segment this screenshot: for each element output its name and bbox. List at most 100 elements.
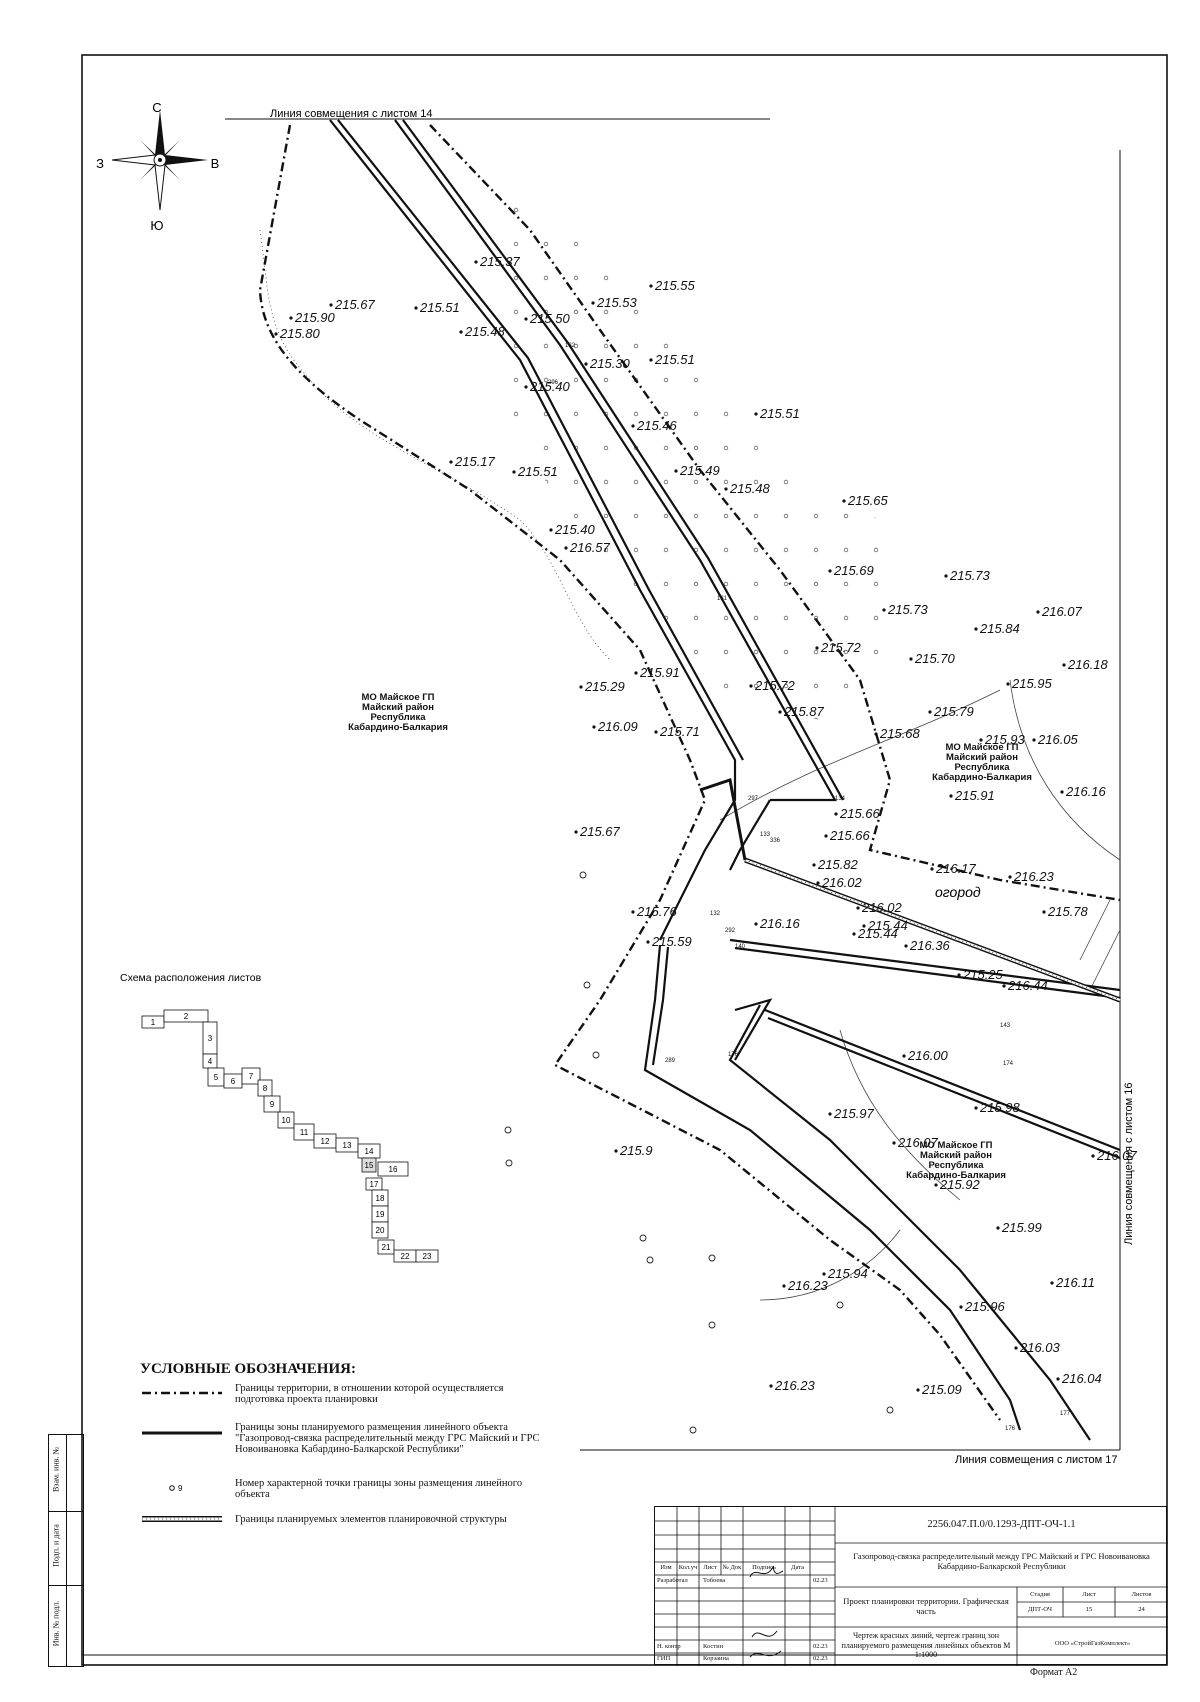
- elevation-label: 215.76: [636, 904, 678, 919]
- side-stamp-inv: Инв. № подл.: [51, 1600, 61, 1647]
- elevation-point: [882, 608, 886, 612]
- signature-2: [751, 1630, 778, 1638]
- elevation-point: [1062, 663, 1066, 667]
- elevation-point: [1050, 1281, 1054, 1285]
- scheme-sheet-number: 12: [321, 1137, 330, 1146]
- elevation-label: 216.07: [1096, 1148, 1138, 1163]
- elevation-label: 215.91: [639, 665, 680, 680]
- elevation-point: [812, 863, 816, 867]
- elevation-point: [574, 830, 578, 834]
- side-stamp-replace: Взам. инв. №: [51, 1446, 61, 1493]
- elevation-label: 215.99: [1001, 1220, 1042, 1235]
- elevation-label: 215.87: [783, 704, 825, 719]
- elevation-point: [1091, 1154, 1095, 1158]
- elevation-label: 215.65: [847, 493, 889, 508]
- company-name: ООО «СтройГазКомплект»: [1054, 1640, 1131, 1647]
- elevation-point: [1042, 910, 1046, 914]
- svg-text:133: 133: [760, 832, 771, 838]
- elevation-label: 215.29: [584, 679, 625, 694]
- elevation-label: 216.23: [774, 1378, 816, 1393]
- elevation-point: [631, 910, 635, 914]
- compass-rose-icon: [111, 110, 208, 211]
- elevation-label: 215.37: [479, 254, 521, 269]
- scheme-sheet-number: 13: [343, 1141, 352, 1150]
- elevation-label: 215.72: [754, 678, 796, 693]
- elevation-point: [979, 738, 983, 742]
- elevation-point: [1056, 1377, 1060, 1381]
- elevation-label: 215.97: [833, 1106, 875, 1121]
- svg-text:177: 177: [1060, 1411, 1071, 1417]
- legend-point-text: Номер характерной точки границы зоны раз…: [235, 1478, 523, 1500]
- scheme-sheet-number: 23: [423, 1252, 432, 1261]
- scheme-sheet-number: 14: [365, 1147, 374, 1156]
- scheme-sheet-box: [415, 1249, 439, 1263]
- elevation-point: [834, 812, 838, 816]
- elevation-label: 215.73: [949, 568, 991, 583]
- elevation-point: [902, 1054, 906, 1058]
- elevation-label: 215.55: [654, 278, 696, 293]
- legend-territory-text: Границы территории, в отношении которой …: [235, 1383, 504, 1405]
- zone-west-line4: Кабардино-Балкария: [348, 722, 448, 733]
- scheme-sheet-box: [163, 1009, 209, 1023]
- elevation-label: 216.00: [907, 1048, 949, 1063]
- elevation-point: [957, 973, 961, 977]
- zone-east-line4: Кабардино-Балкария: [932, 772, 1032, 783]
- elevation-label: 216.03: [1019, 1340, 1061, 1355]
- sheet-frame: [81, 54, 1168, 1666]
- elevation-point: [974, 627, 978, 631]
- elevation-label: 216.23: [787, 1278, 829, 1293]
- scheme-sheet-box: [263, 1095, 281, 1113]
- elevation-point: [754, 922, 758, 926]
- scheme-sheet-box: [377, 1161, 409, 1177]
- elevation-label: 215.68: [879, 726, 921, 741]
- elevation-label: 215.49: [679, 463, 720, 478]
- legend-zone-text: Границы зоны планируемого размещения лин…: [235, 1422, 540, 1455]
- scheme-sheet-number: 4: [208, 1057, 213, 1066]
- svg-text:292: 292: [725, 928, 736, 934]
- scheme-sheet-number: 11: [300, 1128, 309, 1137]
- svg-text:140: 140: [735, 944, 746, 950]
- section-name: Проект планировки территории. Графическа…: [843, 1596, 1009, 1616]
- signature-3: [749, 1650, 782, 1658]
- scheme-title: Схема расположения листов: [120, 972, 262, 984]
- elevation-label: 215.59: [651, 934, 692, 949]
- scheme-sheet-number: 21: [382, 1243, 391, 1252]
- elevation-label: 216.02: [821, 875, 863, 890]
- elevation-label: 215.95: [1011, 676, 1053, 691]
- elevation-point: [512, 470, 516, 474]
- elevation-label: 215.90: [294, 310, 336, 325]
- elevation-label: 216.57: [569, 540, 611, 555]
- zone-east-line3: Республика: [954, 762, 1010, 773]
- elevation-point: [591, 301, 595, 305]
- elevation-point: [549, 528, 553, 532]
- elevation-label: 215.66: [839, 806, 881, 821]
- elevation-label: 216.16: [759, 916, 801, 931]
- zone-south-line1: МО Майское ГП: [920, 1140, 993, 1151]
- scheme-sheet-number: 8: [263, 1084, 268, 1093]
- elevation-point: [816, 881, 820, 885]
- elevation-label: 215.25: [962, 967, 1004, 982]
- project-name: Газопровод-связка распределительный межд…: [853, 1551, 1150, 1571]
- elevation-label: 216.18: [1067, 657, 1109, 672]
- compass-west: З: [96, 156, 104, 171]
- elevation-label: 215.51: [517, 464, 558, 479]
- sheet-header: Лист: [1082, 1591, 1096, 1598]
- scheme-sheet-number: 5: [214, 1073, 219, 1082]
- planning-structure: [699, 778, 1121, 1003]
- scheme-sheet-number: 20: [376, 1226, 385, 1235]
- territory-boundary-east: [429, 124, 1121, 902]
- elevation-point: [1014, 1346, 1018, 1350]
- elevation-point: [928, 710, 932, 714]
- elevation-label: 216.02: [861, 900, 903, 915]
- scheme-sheet-number: 6: [231, 1077, 236, 1086]
- elevation-point: [769, 1384, 773, 1388]
- garden-label: огород: [935, 884, 981, 900]
- elevation-label: 215.67: [334, 297, 376, 312]
- elevation-label: 215.69: [833, 563, 874, 578]
- elevation-point: [329, 303, 333, 307]
- elevation-label: 216.07: [897, 1135, 939, 1150]
- elevation-point: [824, 834, 828, 838]
